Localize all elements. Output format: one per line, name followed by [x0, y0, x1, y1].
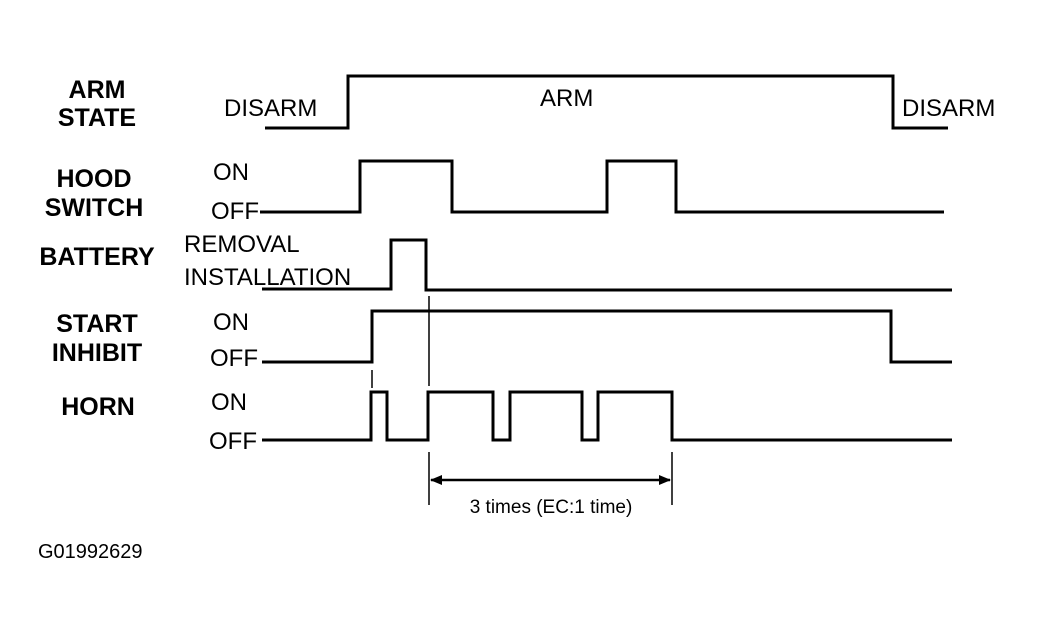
figure-id: G01992629: [38, 541, 143, 563]
arm-state-name-line1: ARM: [69, 76, 126, 104]
start-inhibit-off-label: OFF: [210, 345, 258, 372]
horn-on-label: ON: [211, 389, 247, 416]
battery-removal-label: REMOVAL: [184, 231, 300, 258]
start-inhibit-waveform: [262, 309, 952, 364]
arm-state-waveform: [265, 74, 948, 130]
horn-interval-note: 3 times (EC:1 time): [470, 497, 633, 518]
hood-switch-waveform: [260, 159, 944, 214]
hood-switch-off-label: OFF: [211, 198, 259, 225]
start-inhibit-name-line1: START: [56, 310, 137, 338]
battery-installation-label: INSTALLATION: [184, 264, 351, 291]
hood-switch-name-line1: HOOD: [57, 165, 132, 193]
start-inhibit-on-label: ON: [213, 309, 249, 336]
arm-state-right-label: DISARM: [902, 95, 995, 122]
battery-name: BATTERY: [39, 243, 155, 271]
horn-name: HORN: [61, 393, 135, 421]
arm-state-name-line2: STATE: [58, 104, 136, 132]
hood-switch-on-label: ON: [213, 159, 249, 186]
hood-switch-name-line2: SWITCH: [45, 194, 144, 222]
arm-state-left-label: DISARM: [224, 95, 317, 122]
arm-state-mid-label: ARM: [540, 85, 593, 112]
horn-off-label: OFF: [209, 428, 257, 455]
battery-waveform: [262, 238, 952, 292]
start-inhibit-name-line2: INHIBIT: [52, 339, 142, 367]
horn-waveform: [262, 390, 952, 442]
